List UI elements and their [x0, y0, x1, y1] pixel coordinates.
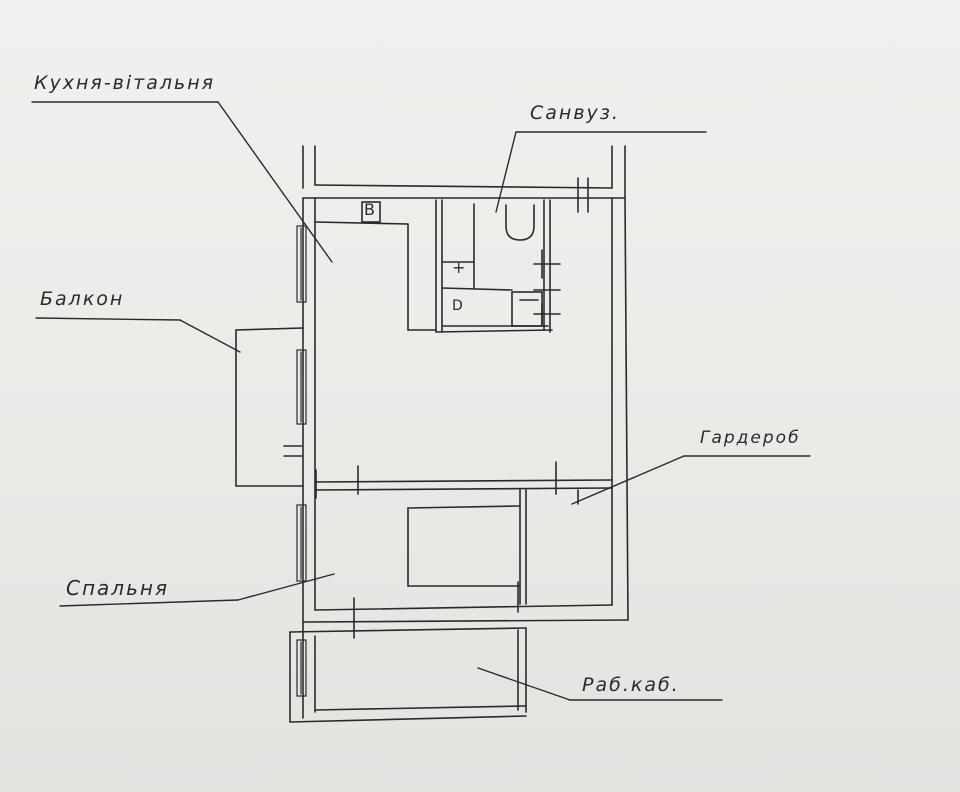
bathroom-walls — [435, 199, 561, 333]
right-outer-wall — [611, 197, 629, 621]
bathroom-socket-glyph: + — [452, 258, 466, 277]
balcony-outline — [235, 327, 304, 487]
top-outer-wall — [302, 145, 626, 213]
bathroom-fixture-glyph: D — [452, 298, 463, 314]
windows — [296, 225, 307, 697]
kitchen-appliance-glyph: B — [364, 200, 375, 219]
bedroom-partition — [314, 461, 613, 499]
bed — [407, 505, 521, 587]
label-balcony: Балкон — [40, 288, 125, 310]
label-bedroom: Спальня — [66, 576, 169, 600]
study-walls — [289, 627, 527, 723]
label-bathroom: Санвуз. — [530, 102, 620, 124]
leader-lines — [31, 101, 811, 701]
label-wardrobe: Гардероб — [700, 428, 801, 448]
wardrobe-walls — [519, 489, 579, 605]
kitchen-counter — [314, 201, 437, 331]
label-kitchen-living: Кухня-вітальня — [34, 72, 216, 94]
label-study: Раб.каб. — [582, 674, 680, 696]
